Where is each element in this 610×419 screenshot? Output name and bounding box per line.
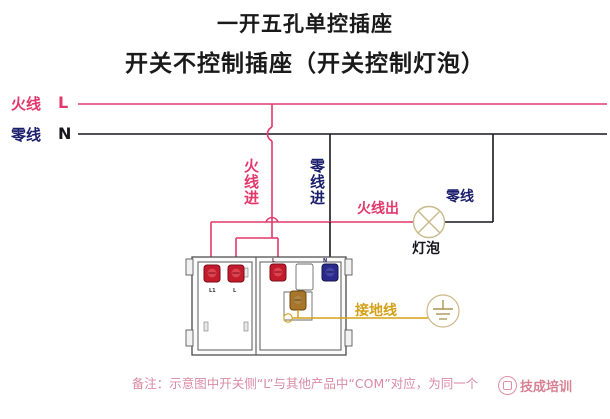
ground-line-label: 接地线 xyxy=(355,303,397,319)
neutral-line-symbol: N xyxy=(58,124,72,143)
terminal-label-switch-l1: L1 xyxy=(209,288,216,294)
lamp-label: 灯泡 xyxy=(412,241,440,257)
neutral-right-label: 零线 xyxy=(446,189,474,205)
neutral-line-label: 零线 xyxy=(11,126,42,144)
diagram-title-line-1: 一开五孔单控插座 xyxy=(217,12,393,36)
ground-wire xyxy=(283,310,425,323)
live-in-label: 火线进 xyxy=(242,158,260,206)
live-line-label: 火线 xyxy=(11,95,42,113)
earth-ground-symbol xyxy=(425,294,460,328)
terminal-label-socket-l: L xyxy=(272,258,276,264)
terminal-switch-l xyxy=(227,264,245,283)
watermark: 技成培训 xyxy=(498,376,572,395)
watermark-text: 技成培训 xyxy=(520,380,573,395)
lamp-symbol xyxy=(412,205,446,239)
neutral-in-label: 零线进 xyxy=(308,158,326,206)
footnote-text: 备注：示意图中开关侧“L”与其他产品中“COM”对应，为同一个 xyxy=(131,376,479,391)
terminal-socket-n xyxy=(321,263,339,282)
terminal-switch-l1 xyxy=(203,264,221,283)
neutral-lamp-branch xyxy=(444,134,494,223)
terminal-socket-l xyxy=(269,263,287,282)
diagram-title-line-2: 开关不控制插座（开关控制灯泡） xyxy=(125,51,485,77)
live-drop-wire xyxy=(266,104,273,222)
wire-hop-crossing xyxy=(265,216,279,223)
logo-icon xyxy=(498,376,517,395)
terminal-label-socket-n: N xyxy=(323,258,328,264)
terminal-label-switch-l: L xyxy=(233,288,237,294)
live-line-symbol: L xyxy=(58,93,69,112)
terminal-socket-ground xyxy=(289,290,307,311)
live-out-label: 火线出 xyxy=(357,201,399,217)
